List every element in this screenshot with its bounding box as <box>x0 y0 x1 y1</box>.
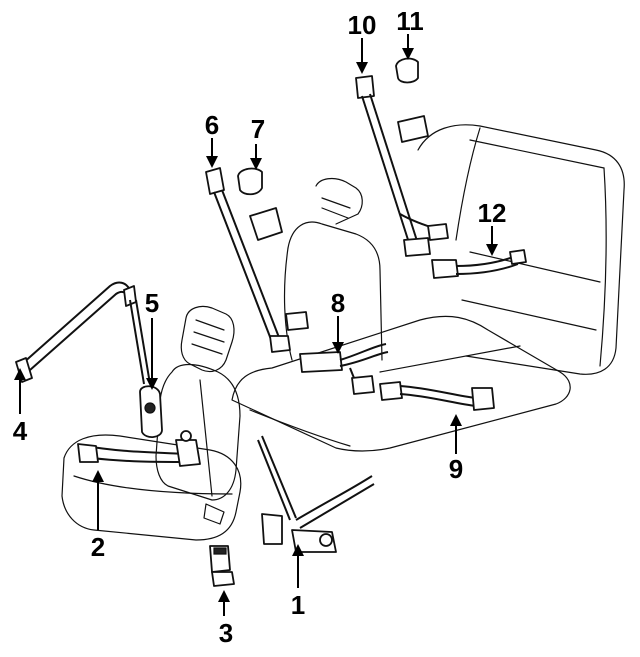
callout-9: 9 <box>449 454 463 484</box>
callout-2: 2 <box>91 532 105 562</box>
callout-8: 8 <box>331 288 345 318</box>
part-1-lap-belt-assembly <box>257 435 375 553</box>
part-9-rear-lap-belt <box>379 381 495 411</box>
part-8-center-lap-belt <box>285 311 389 395</box>
center-seat-back <box>283 177 383 361</box>
callout-7: 7 <box>251 114 265 144</box>
callout-4: 4 <box>13 416 28 446</box>
callout-labels: 1 2 3 4 5 6 7 8 9 10 11 12 <box>13 6 507 648</box>
front-seat <box>61 305 242 541</box>
callout-arrows <box>14 34 498 616</box>
part-5-front-retractor <box>129 299 163 438</box>
callout-6: 6 <box>205 110 219 140</box>
part-6-center-shoulder-belt <box>205 167 291 353</box>
callout-5: 5 <box>145 288 159 318</box>
callout-10: 10 <box>348 10 377 40</box>
part-11-anchor-cover <box>395 57 419 84</box>
callout-11: 11 <box>396 6 424 36</box>
callout-3: 3 <box>219 618 233 648</box>
part-10-rear-shoulder-belt <box>355 75 449 257</box>
callout-12: 12 <box>478 198 507 228</box>
part-3-buckle-cover <box>209 545 235 587</box>
part-2-front-buckle <box>77 430 201 467</box>
callout-1: 1 <box>291 590 305 620</box>
rear-bench-seat <box>231 124 625 452</box>
part-4-shoulder-belt-guide <box>15 281 137 383</box>
part-7-anchor-cover <box>237 167 263 196</box>
part-12-rear-buckle <box>431 249 527 279</box>
